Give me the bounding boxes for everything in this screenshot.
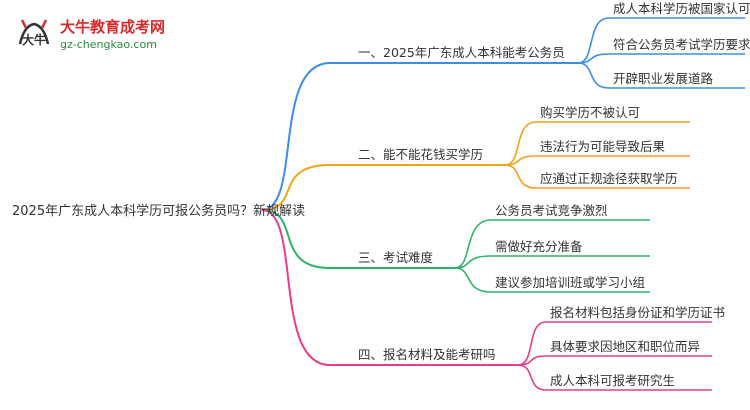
branch-connector [261,209,455,269]
leaf-label: 违法行为可能导致后果 [540,139,666,154]
leaf-connector [454,219,650,269]
leaf-connector [517,364,712,391]
logo-mark-text: 大牛 [22,32,46,47]
leaf-connector [517,321,712,366]
leaf-connector [577,53,745,64]
leaf-label: 成人本科可报考研究生 [550,373,675,388]
branch-label: 三、考试难度 [358,250,434,265]
leaf-label: 符合公务员考试学历要求 [613,37,750,52]
branch-connector [261,209,518,366]
branch-connector [261,62,578,211]
mind-map-edges [261,17,745,391]
leaf-label: 成人本科学历被国家认可 [613,1,750,16]
leaf-connector [454,255,650,269]
leaf-connector [577,62,745,89]
leaf-label: 公务员考试竞争激烈 [495,203,608,218]
site-logo[interactable]: 大牛 大牛教育成考网 gz-chengkao.com [14,14,224,60]
leaf-label: 购买学历不被认可 [540,105,640,120]
branch-connector [261,164,505,211]
leaf-connector [504,121,690,166]
logo-url: gz-chengkao.com [60,38,157,51]
branch-label: 四、报名材料及能考研吗 [358,347,496,362]
branch-label: 二、能不能花钱买学历 [358,147,483,162]
leaf-label: 开辟职业发展道路 [613,71,714,86]
bull-logo-icon: 大牛 [18,19,50,47]
branch-label: 一、2025年广东成人本科能考公务员 [358,45,565,60]
leaf-label: 具体要求因地区和职位而异 [550,339,700,354]
leaf-connector [577,17,745,64]
logo-title: 大牛教育成考网 [60,18,166,36]
leaf-label: 需做好充分准备 [495,239,583,254]
leaf-connector [454,267,650,293]
leaf-connector [504,155,690,166]
leaf-connector [504,164,690,189]
leaf-connector [517,355,712,366]
root-topic: 2025年广东成人本科学历可报公务员吗？新规解读 [12,203,305,219]
leaf-label: 应通过正规途径获取学历 [540,171,678,186]
mind-map-nodes: 2025年广东成人本科学历可报公务员吗？新规解读 一、2025年广东成人本科能考公… [12,1,750,388]
leaf-label: 建议参加培训班或学习小组 [495,275,645,290]
leaf-label: 报名材料包括身份证和学历证书 [550,305,725,320]
